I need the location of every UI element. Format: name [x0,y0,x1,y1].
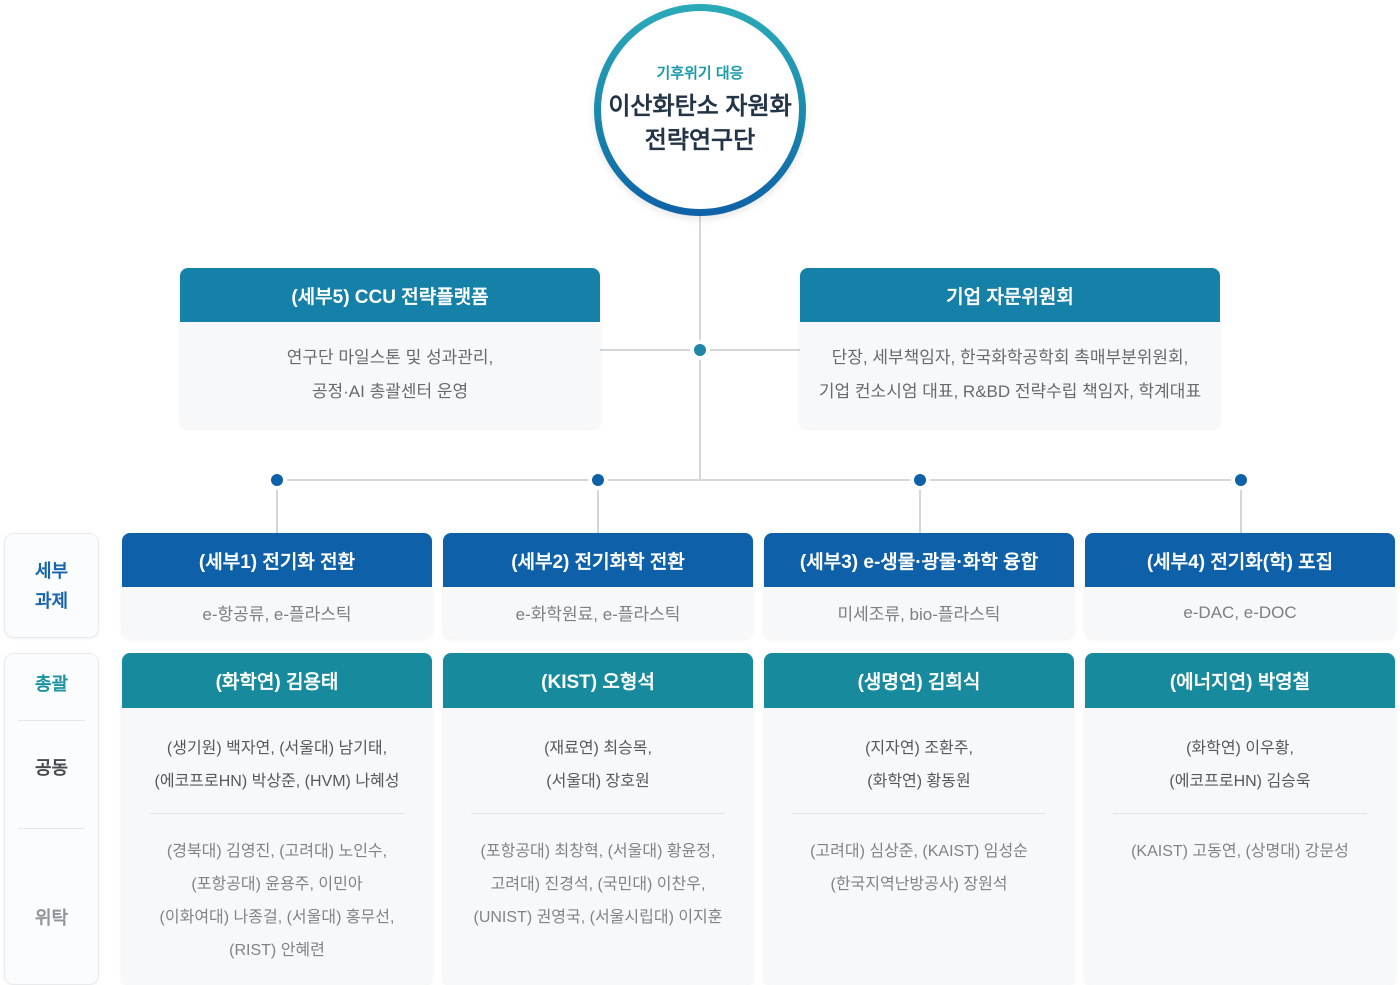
card-team-4-lead: (에너지연) 박영철 [1085,653,1395,708]
sidebar-divider-1 [18,720,85,721]
card-team-4-divider [1113,813,1367,814]
box-ccu-platform-line1: 연구단 마일스톤 및 성과관리, [286,348,494,367]
card-subtask-3-scope: 미세조류, bio-플라스틱 [764,587,1074,638]
consigned-line: (RIST) 안혜련 [229,942,325,959]
consigned-line: (이화여대) 나종걸, (서울대) 홍무선, [159,909,395,926]
card-team-2-lead: (KIST) 오형석 [443,653,753,708]
root-circle: 기후위기 대응 이산화탄소 자원화 전략연구단 [594,4,806,216]
consigned-line: (UNIST) 권영국, (서울시립대) 이지훈 [473,909,723,926]
consigned-line: (포항공대) 윤용주, 이민아 [191,876,363,893]
card-team-3-lead: (생명연) 김희식 [764,653,1074,708]
sidebar-divider-2 [18,828,85,829]
connector-stub-2 [597,480,599,533]
connector-stub-3 [919,480,921,533]
card-team-2-joint: (재료연) 최승목, (서울대) 장호원 [443,732,753,798]
joint-line: (화학연) 황동원 [867,773,971,790]
joint-line: (지자연) 조환주, [865,740,973,757]
box-ccu-platform-title: (세부5) CCU 전략플랫폼 [180,268,600,322]
card-team-4-body: (화학연) 이우황, (에코프로HN) 김승욱 (KAIST) 고동연, (상명… [1085,708,1395,868]
joint-line: (화학연) 이우황, [1186,740,1294,757]
card-team-1-joint: (생기원) 백자연, (서울대) 남기태, (에코프로HN) 박상준, (HVM… [122,732,432,798]
box-advisory-line2: 기업 컨소시엄 대표, R&BD 전략수립 책임자, 학계대표 [818,382,1202,401]
card-team-3-body: (지자연) 조환주, (화학연) 황동원 (고려대) 심상준, (KAIST) … [764,708,1074,901]
connector-dot-mid [690,340,710,360]
root-title-line1: 이산화탄소 자원화 [608,93,792,120]
sidebar-role-labels: 총괄 공동 위탁 [4,653,99,985]
box-ccu-platform-body: 연구단 마일스톤 및 성과관리, 공정·AI 총괄센터 운영 [180,322,600,428]
card-team-4-consigned: (KAIST) 고동연, (상명대) 강문성 [1085,835,1395,868]
root-circle-inner: 기후위기 대응 이산화탄소 자원화 전략연구단 [601,11,799,209]
box-advisory-body: 단장, 세부책임자, 한국화학공학회 촉매부분위원회, 기업 컨소시엄 대표, … [800,322,1220,428]
card-subtask-3: (세부3) e-생물·광물·화학 융합 미세조류, bio-플라스틱 [764,533,1074,638]
card-team-1-lead: (화학연) 김용태 [122,653,432,708]
card-subtask-2: (세부2) 전기화학 전환 e-화학원료, e-플라스틱 [443,533,753,638]
card-team-4: (에너지연) 박영철 (화학연) 이우황, (에코프로HN) 김승욱 (KAIS… [1085,653,1395,985]
root-tagline: 기후위기 대응 [656,65,744,82]
connector-dot-3 [910,470,930,490]
sidebar-joint-label: 공동 [34,758,69,778]
consigned-line: (경북대) 김영진, (고려대) 노인수, [166,843,388,860]
joint-line: (에코프로HN) 김승욱 [1169,773,1311,790]
card-team-3-divider [792,813,1046,814]
card-team-1-divider [150,813,404,814]
card-team-4-joint: (화학연) 이우황, (에코프로HN) 김승욱 [1085,732,1395,798]
connector-stub-1 [276,480,278,533]
box-advisory-committee: 기업 자문위원회 단장, 세부책임자, 한국화학공학회 촉매부분위원회, 기업 … [800,268,1220,428]
card-subtask-1-title: (세부1) 전기화 전환 [122,533,432,587]
card-team-2-divider [471,813,725,814]
sidebar-lead-label: 총괄 [34,674,69,694]
box-ccu-platform-line2: 공정·AI 총괄센터 운영 [311,382,469,401]
card-team-3-consigned: (고려대) 심상준, (KAIST) 임성순 (한국지역난방공사) 장원석 [764,835,1074,901]
card-subtask-4-scope: e-DAC, e-DOC [1085,587,1395,638]
root-title-line2: 전략연구단 [644,127,756,154]
card-team-1: (화학연) 김용태 (생기원) 백자연, (서울대) 남기태, (에코프로HN)… [122,653,432,985]
connector-dot-2 [588,470,608,490]
card-team-2-body: (재료연) 최승목, (서울대) 장호원 (포항공대) 최창혁, (서울대) 황… [443,708,753,934]
sidebar-subtask-line2: 과제 [34,590,69,611]
box-advisory-line1: 단장, 세부책임자, 한국화학공학회 촉매부분위원회, [831,348,1189,367]
consigned-line: (포항공대) 최창혁, (서울대) 황윤정, [480,843,716,860]
card-team-3: (생명연) 김희식 (지자연) 조환주, (화학연) 황동원 (고려대) 심상준… [764,653,1074,985]
connector-dot-1 [267,470,287,490]
box-ccu-platform: (세부5) CCU 전략플랫폼 연구단 마일스톤 및 성과관리, 공정·AI 총… [180,268,600,428]
card-team-2-consigned: (포항공대) 최창혁, (서울대) 황윤정, 고려대) 진경석, (국민대) 이… [443,835,753,934]
card-subtask-4: (세부4) 전기화(학) 포집 e-DAC, e-DOC [1085,533,1395,638]
consigned-line: (고려대) 심상준, (KAIST) 임성순 [810,843,1028,860]
root-title: 이산화탄소 자원화 전략연구단 [608,90,791,158]
box-advisory-title: 기업 자문위원회 [800,268,1220,322]
consigned-line: (KAIST) 고동연, (상명대) 강문성 [1131,843,1349,860]
sidebar-subtask-label: 세부 과제 [4,533,99,638]
sidebar-consigned-label: 위탁 [34,908,69,928]
connector-horizontal-bottom [277,479,1241,481]
card-team-3-joint: (지자연) 조환주, (화학연) 황동원 [764,732,1074,798]
card-subtask-4-title: (세부4) 전기화(학) 포집 [1085,533,1395,587]
sidebar-subtask-line1: 세부 [34,560,69,581]
joint-line: (생기원) 백자연, (서울대) 남기태, [166,740,388,757]
card-team-2: (KIST) 오형석 (재료연) 최승목, (서울대) 장호원 (포항공대) 최… [443,653,753,985]
card-team-1-body: (생기원) 백자연, (서울대) 남기태, (에코프로HN) 박상준, (HVM… [122,708,432,967]
connector-dot-4 [1231,470,1251,490]
joint-line: (서울대) 장호원 [546,773,650,790]
card-team-1-consigned: (경북대) 김영진, (고려대) 노인수, (포항공대) 윤용주, 이민아 (이… [122,835,432,967]
card-subtask-1-scope: e-항공류, e-플라스틱 [122,587,432,638]
consigned-line: (한국지역난방공사) 장원석 [830,876,1008,893]
card-subtask-2-scope: e-화학원료, e-플라스틱 [443,587,753,638]
joint-line: (에코프로HN) 박상준, (HVM) 나혜성 [154,773,400,790]
card-subtask-2-title: (세부2) 전기화학 전환 [443,533,753,587]
consigned-line: 고려대) 진경석, (국민대) 이찬우, [490,876,706,893]
card-subtask-3-title: (세부3) e-생물·광물·화학 융합 [764,533,1074,587]
joint-line: (재료연) 최승목, [544,740,652,757]
card-subtask-1: (세부1) 전기화 전환 e-항공류, e-플라스틱 [122,533,432,638]
connector-stub-4 [1240,480,1242,533]
